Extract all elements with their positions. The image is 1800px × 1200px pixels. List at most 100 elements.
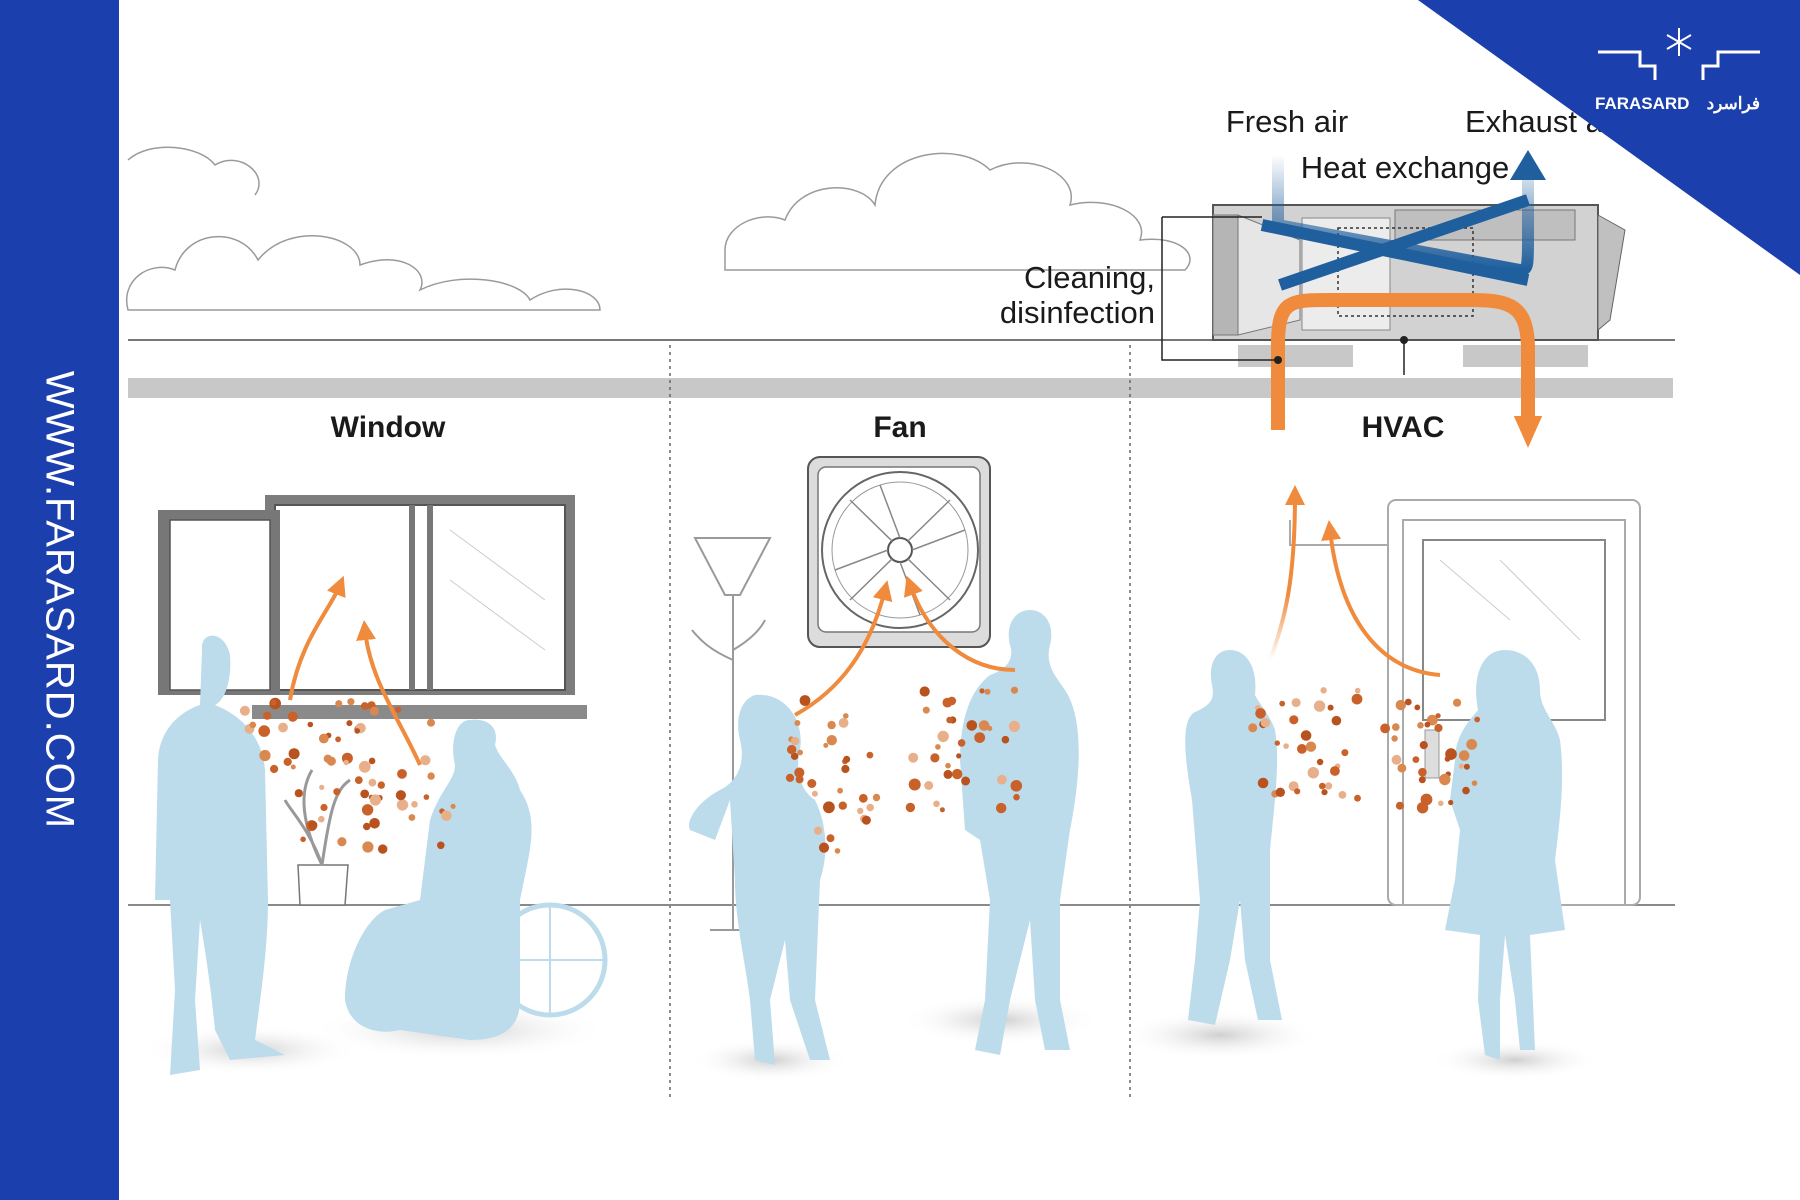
aerosol-particle <box>1289 715 1299 725</box>
aerosol-particle <box>335 700 343 708</box>
aerosol-particle <box>905 802 916 813</box>
airflow-arrow-fan-2 <box>904 575 1016 672</box>
aerosol-particle <box>785 773 795 783</box>
aerosol-particle <box>952 768 963 780</box>
aerosol-particle <box>838 718 849 728</box>
aerosol-particle <box>361 804 374 816</box>
aerosol-particle <box>1391 754 1402 765</box>
aerosol-particle <box>307 721 314 728</box>
aerosol-particle <box>1275 787 1286 797</box>
aerosol-particle <box>368 757 376 765</box>
aerosol-particle <box>1008 720 1021 733</box>
aerosol-particle <box>1001 735 1010 744</box>
aerosol-particle <box>441 810 452 821</box>
aerosol-particle <box>427 772 435 780</box>
aerosol-particle <box>1448 799 1454 806</box>
aerosol-particle <box>318 815 325 823</box>
aerosol-particle <box>978 720 990 731</box>
aerosol-particle <box>1300 730 1312 741</box>
aerosol-particle <box>908 752 919 763</box>
label-cleaning: Cleaning, <box>1024 260 1155 295</box>
aerosol-particle <box>942 697 953 708</box>
aerosol-particle <box>396 799 409 811</box>
aerosol-particle <box>799 695 811 706</box>
aerosol-particle <box>1439 773 1451 786</box>
panel-title-window: Window <box>331 411 446 444</box>
aerosol-particle <box>1404 698 1412 706</box>
aerosol-particle <box>843 755 851 763</box>
aerosol-particle <box>807 779 817 788</box>
aerosol-particle <box>794 720 801 726</box>
airflow-arrow-fan-1 <box>794 580 893 717</box>
aerosol-particle <box>300 836 306 843</box>
aerosol-particle <box>1255 708 1266 719</box>
aerosol-particle <box>1417 722 1424 729</box>
box-fan <box>807 456 991 648</box>
aerosol-particle <box>1320 687 1327 694</box>
aerosol-particle <box>337 837 347 847</box>
aerosol-particle <box>1458 763 1464 769</box>
aerosol-particle <box>270 699 277 706</box>
aerosol-particle <box>1397 763 1407 773</box>
aerosol-particle <box>922 706 930 714</box>
exhaust-arrow-head <box>1510 150 1546 180</box>
fresh-air-flow <box>1272 155 1534 277</box>
aerosol-particle <box>1474 716 1481 723</box>
aerosol-particle <box>1380 723 1390 734</box>
aerosol-particle <box>1327 704 1334 711</box>
aerosol-particle <box>320 803 328 812</box>
window-frame <box>158 495 587 719</box>
aerosol-particle <box>1435 713 1441 719</box>
aerosol-particle <box>1354 794 1361 802</box>
aerosol-particle <box>946 716 953 724</box>
aerosol-particle <box>395 706 402 713</box>
exhaust-flow <box>1271 293 1535 430</box>
wall-vent <box>1289 520 1388 546</box>
aerosol-particle <box>369 706 379 716</box>
aerosol-particle <box>908 778 921 791</box>
aerosol-particle <box>838 801 847 810</box>
aerosol-particle <box>1338 791 1347 799</box>
aerosol-particle <box>930 753 940 763</box>
aerosol-particle <box>335 736 341 743</box>
aerosol-particle <box>1313 700 1326 712</box>
aerosol-particle <box>814 826 823 835</box>
aerosol-particle <box>343 759 349 766</box>
aerosol-particle <box>288 748 300 760</box>
airflow-arrow-hvac-2 <box>1321 520 1441 677</box>
cloud-right <box>724 152 1191 271</box>
aerosol-particle <box>823 801 835 814</box>
aerosol-particle <box>1453 698 1462 707</box>
aerosol-particle <box>797 749 803 756</box>
aerosol-particle <box>1010 780 1023 792</box>
aerosol-particle <box>423 794 430 800</box>
aerosol-particle <box>1462 786 1470 795</box>
aerosol-particle <box>437 841 445 850</box>
aerosol-particle <box>1260 718 1271 728</box>
aerosol-particle <box>1471 780 1478 786</box>
cloud-left <box>125 146 601 311</box>
aerosol-particle <box>872 793 881 802</box>
aerosol-particle <box>278 722 288 733</box>
aerosol-particle <box>961 776 971 786</box>
aerosol-particle <box>996 802 1007 814</box>
person-standing-window <box>155 635 285 1075</box>
aerosol-particle <box>974 732 986 743</box>
aerosol-particle <box>369 818 380 829</box>
panel-title-hvac: HVAC <box>1362 411 1445 444</box>
aerosol-particle <box>827 720 836 730</box>
aerosol-particle <box>360 789 370 799</box>
aerosol-particle <box>939 807 945 813</box>
label-disinfection: disinfection <box>1000 295 1155 330</box>
aerosol-particle <box>943 769 953 779</box>
aerosol-particle <box>1424 721 1431 728</box>
aerosol-particle <box>333 788 341 796</box>
brand-sidebar: WWW.FARASARD.COM <box>0 0 119 1200</box>
aerosol-particle <box>861 815 871 825</box>
aerosol-particle <box>1319 782 1326 790</box>
aerosol-particle <box>377 781 385 789</box>
aerosol-particle <box>790 736 800 746</box>
aerosol-particle <box>818 842 830 853</box>
aerosol-particle <box>1418 776 1426 784</box>
aerosol-particle <box>1294 788 1301 795</box>
